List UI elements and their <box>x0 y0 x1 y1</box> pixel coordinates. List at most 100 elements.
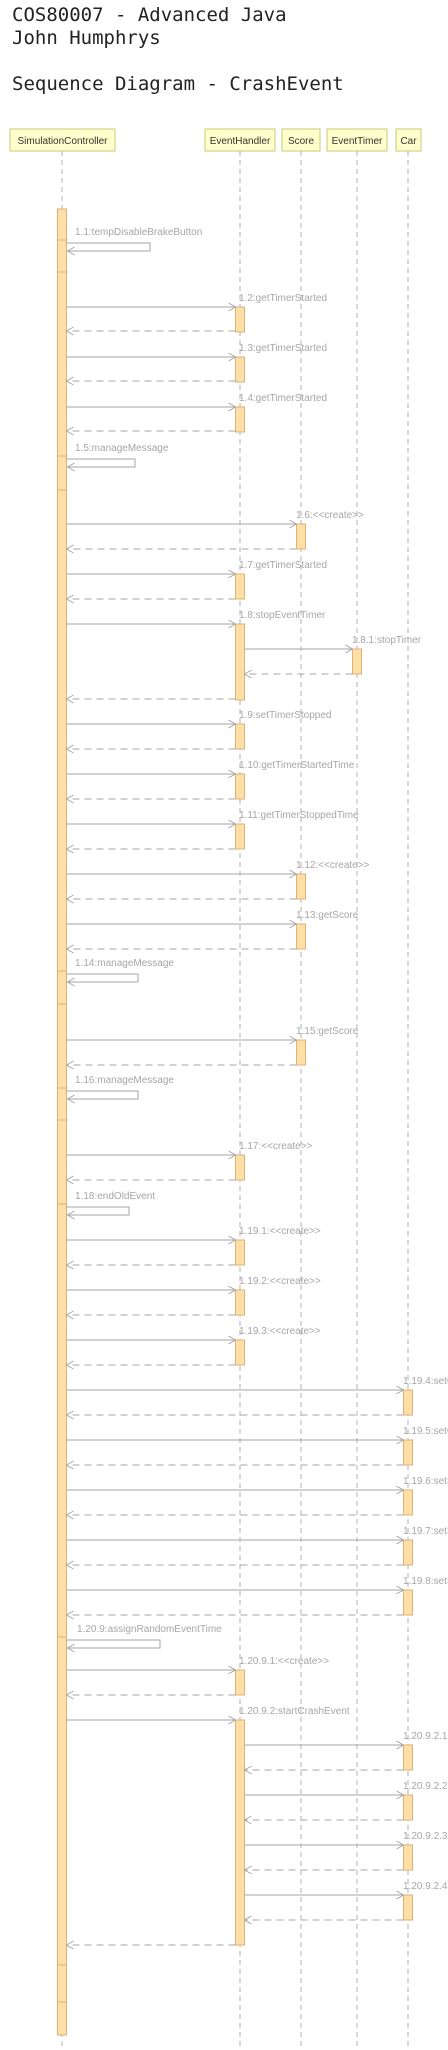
arrowhead <box>243 1765 252 1775</box>
message-label: 1.4:getTimerStarted <box>239 393 327 404</box>
activation-car <box>403 1794 413 1821</box>
message-label: 1.16:manageMessage <box>75 1075 174 1086</box>
message: 1.19.3:<<create>> <box>65 1326 321 1370</box>
arrowhead <box>66 977 75 987</box>
participant-box <box>395 128 422 152</box>
message-label: 1.3:getTimerStarted <box>239 343 327 354</box>
message-label: 1.19.1:<<create>> <box>239 1226 321 1237</box>
activation-sc <box>57 239 67 273</box>
arrowhead <box>65 744 74 754</box>
message: 1.9:setTimerStopped <box>65 710 331 754</box>
self-message: 1.16:manageMessage <box>66 1075 174 1104</box>
self-message: 1.20.9:assignRandomEventTime <box>66 1624 222 1653</box>
participant-box <box>9 128 116 152</box>
message-line <box>66 1206 130 1216</box>
message: 1.6:<<create>> <box>65 510 364 554</box>
arrowhead <box>65 1610 74 1620</box>
message: 1.19.2:<<create>> <box>65 1276 321 1320</box>
message-label: 1.18:endOldEvent <box>75 1191 155 1202</box>
arrowhead <box>396 1385 405 1395</box>
message: 1.19.4:setCarSpeedLimit <box>65 1376 448 1420</box>
message-label: 1.20.9.2.3:setCarSpeedLimit <box>403 1831 448 1842</box>
message: 1.12:<<create>> <box>65 860 370 904</box>
course-title: COS80007 - Advanced Java <box>12 4 287 26</box>
message-label: 1.19.3:<<create>> <box>239 1326 321 1337</box>
activation-sco <box>296 923 306 950</box>
participant-car: Car <box>395 128 422 152</box>
arrowhead <box>65 1510 74 1520</box>
activation-sc <box>57 208 67 2036</box>
message: 1.8.1:stopTimer <box>243 635 422 679</box>
message-label: 1.20.9.2.2:getSpeed <box>403 1781 448 1792</box>
self-message: 1.1:tempDisableBrakeButton <box>66 227 202 256</box>
arrowhead <box>243 1865 252 1875</box>
message: 1.19.5:setCarSpeedLimit <box>65 1426 448 1470</box>
arrowhead <box>65 1260 74 1270</box>
message: 1.20.9.1:<<create>> <box>65 1656 329 1700</box>
message-line <box>66 973 139 983</box>
arrowhead <box>65 1410 74 1420</box>
arrowhead <box>243 669 252 679</box>
participant-label: EventTimer <box>332 136 383 147</box>
arrowhead <box>228 1665 237 1675</box>
message: 1.19.7:setSpeed <box>65 1526 448 1570</box>
message: 1.7:getTimerStarted <box>65 560 327 604</box>
message-label: 1.19.2:<<create>> <box>239 1276 321 1287</box>
participant-sco: Score <box>281 128 321 152</box>
arrowhead <box>65 1940 74 1950</box>
activation-eh <box>235 773 245 800</box>
activation-bars <box>57 208 413 2036</box>
activation-car <box>403 1589 413 1616</box>
message: 1.2:getTimerStarted <box>65 293 327 336</box>
messages: 1.1:tempDisableBrakeButton 1.2:getTimerSt… <box>65 227 448 1950</box>
arrowhead <box>65 1175 74 1185</box>
activation-sco <box>296 1039 306 1066</box>
arrowhead <box>228 819 237 829</box>
participant-label: SimulationController <box>17 136 108 147</box>
arrowhead <box>228 352 237 362</box>
participant-box <box>326 128 388 152</box>
activation-eh <box>235 723 245 750</box>
message: 1.4:getTimerStarted <box>65 393 327 436</box>
message-label: 1.14:manageMessage <box>75 958 174 969</box>
arrowhead <box>65 376 74 386</box>
message-label: 1.19.5:setCarSpeedLimit <box>403 1426 448 1437</box>
arrowhead <box>65 1310 74 1320</box>
activation-car <box>403 1894 413 1921</box>
arrowhead <box>65 894 74 904</box>
arrowhead <box>228 719 237 729</box>
participant-box <box>281 128 321 152</box>
message-label: 1.8.1:stopTimer <box>352 635 422 646</box>
activation-sc <box>57 455 67 491</box>
arrowhead <box>289 919 298 929</box>
self-message: 1.5:manageMessage <box>66 443 169 472</box>
activation-eh <box>235 306 245 333</box>
message: 1.20.9.2.2:getSpeed <box>243 1781 448 1825</box>
arrowhead <box>65 1460 74 1470</box>
arrowhead <box>228 619 237 629</box>
arrowhead <box>66 1210 75 1220</box>
message-label: 1.6:<<create>> <box>296 510 364 521</box>
message: 1.11:getTimerStoppedTime <box>65 810 359 854</box>
message-label: 1.19.8:setSpeed <box>403 1576 448 1587</box>
arrowhead <box>228 569 237 579</box>
activation-car <box>403 1539 413 1566</box>
activation-car <box>403 1389 413 1416</box>
activation-sc <box>57 970 67 1005</box>
participant-et: EventTimer <box>326 128 388 152</box>
participant-label: Car <box>400 136 417 147</box>
arrowhead <box>65 694 74 704</box>
message-label: 1.5:manageMessage <box>75 443 169 454</box>
arrowhead <box>396 1435 405 1445</box>
message-label: 1.12:<<create>> <box>296 860 370 871</box>
arrowhead <box>243 1815 252 1825</box>
message-label: 1.19.4:setCarSpeedLimit <box>403 1376 448 1387</box>
participant-label: Score <box>288 136 315 147</box>
activation-sc <box>57 1636 67 1966</box>
arrowhead <box>65 794 74 804</box>
arrowhead <box>396 1740 405 1750</box>
message: 1.8:stopEventTimer <box>65 610 326 704</box>
activation-eh <box>235 573 245 600</box>
activation-eh <box>235 1669 245 1696</box>
